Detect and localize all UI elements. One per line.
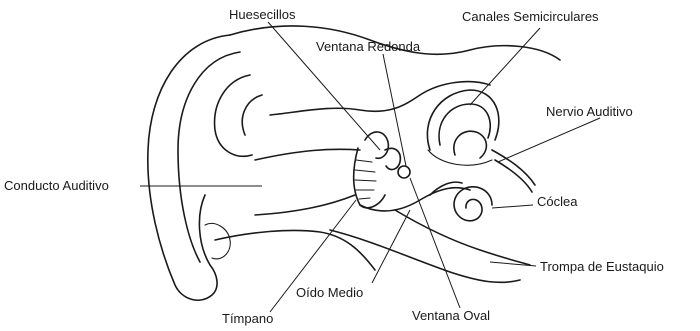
label-trompa-de-eustaquio: Trompa de Eustaquio (540, 260, 664, 273)
cochlea-spiral (454, 187, 492, 221)
semicircular-canal-1 (427, 90, 498, 150)
label-nervio-auditivo: Nervio Auditivo (546, 105, 633, 118)
malleus (365, 132, 388, 158)
leader-ventana-oval (410, 178, 460, 308)
eardrum (354, 148, 385, 208)
label-ventana-redonda: Ventana Redonda (316, 40, 420, 53)
semicircular-canal-2 (439, 104, 490, 145)
canal-lower-wall (255, 195, 355, 215)
vestibule (428, 150, 492, 165)
eardrum-hatch (355, 160, 376, 199)
upper-bone-ridge (270, 82, 490, 115)
stapes-footplate (398, 166, 410, 178)
antihelix (242, 95, 262, 135)
auditory-nerve (492, 150, 535, 192)
leader-oido-medio (372, 210, 410, 283)
canal-upper-wall (255, 149, 360, 160)
leader-coclea (492, 205, 533, 208)
pinna-outline (148, 35, 230, 300)
label-oido-medio: Oído Medio (296, 286, 363, 299)
leader-canales (470, 28, 540, 105)
concha (215, 75, 252, 156)
label-conducto-auditivo: Conducto Auditivo (4, 179, 109, 192)
label-timpano: Tímpano (222, 312, 273, 325)
label-huesecillos: Huesecillos (229, 8, 295, 21)
label-coclea: Cóclea (537, 195, 577, 208)
label-canales-semicirculares: Canales Semicirculares (462, 10, 599, 23)
leader-nervio (498, 118, 600, 162)
lobe-fold (205, 223, 230, 258)
label-ventana-oval: Ventana Oval (412, 309, 490, 322)
eustachian-lower (330, 230, 520, 282)
semicircular-canal-3 (454, 131, 487, 158)
